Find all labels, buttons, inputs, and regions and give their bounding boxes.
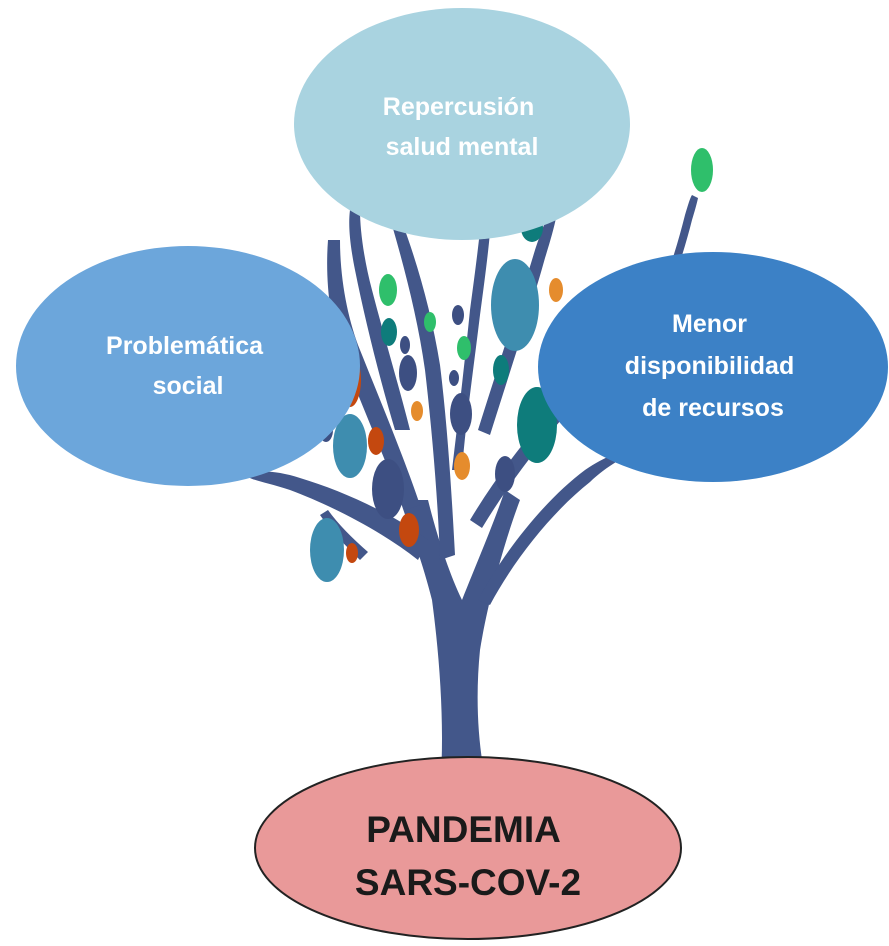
node-right-label: Menor disponibilidad de recursos: [625, 310, 801, 422]
branch-left: [245, 471, 428, 560]
leaf-orange: [549, 278, 563, 302]
leaf-teal: [381, 318, 397, 346]
branch-top-left: [349, 210, 410, 430]
leaf-orange: [411, 401, 423, 421]
leaf-navy: [372, 459, 404, 519]
leaf-navy: [400, 336, 410, 354]
node-left-bubble: [16, 246, 360, 486]
leaf-green: [457, 336, 471, 360]
node-top: Repercusión salud mental: [294, 8, 630, 240]
leaf-navy: [452, 305, 464, 325]
leaf-navy: [495, 456, 515, 492]
leaf-rust: [399, 513, 419, 547]
leaf-navy: [450, 393, 472, 435]
node-left-label: Problemática social: [106, 332, 270, 400]
node-right-bubble: [538, 252, 888, 482]
leaf-blue: [333, 414, 367, 478]
root-node-label: PANDEMIA SARS-COV-2: [355, 809, 581, 903]
leaf-blue: [491, 259, 539, 351]
leaf-orange: [454, 452, 470, 480]
leaf-teal: [517, 387, 557, 463]
root-node-bubble: [254, 756, 682, 940]
branch-center: [392, 222, 455, 560]
leaf-blue: [310, 518, 344, 582]
leaf-green: [379, 274, 397, 306]
node-left: Problemática social: [16, 246, 360, 486]
trunk-shape: [400, 490, 520, 790]
leaf-green: [424, 312, 436, 332]
leaf-teal: [493, 355, 509, 385]
node-top-label: Repercusión salud mental: [383, 93, 541, 161]
node-top-bubble: [294, 8, 630, 240]
node-right: Menor disponibilidad de recursos: [538, 252, 888, 482]
branch-right-lower: [478, 455, 616, 605]
leaf-navy: [449, 370, 459, 386]
branch-left-upper: [327, 240, 420, 510]
root-node: PANDEMIA SARS-COV-2: [254, 756, 682, 940]
leaf-navy: [399, 355, 417, 391]
leaf-rust: [368, 427, 384, 455]
leaf-rust: [346, 543, 358, 563]
leaf-green: [691, 148, 713, 192]
